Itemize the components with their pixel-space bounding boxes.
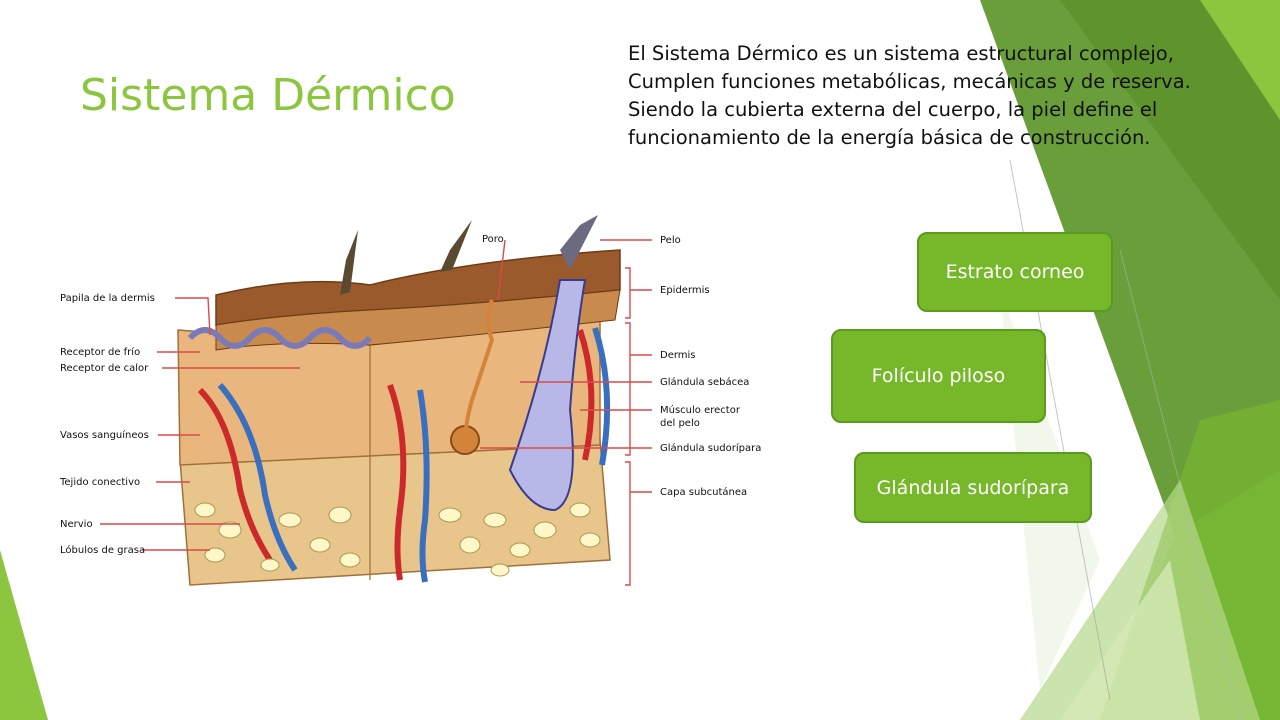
label-pelo: Pelo [660,235,681,246]
skin-diagram: Papila de la dermis Receptor de frío Rec… [59,215,761,586]
blood-vessel [417,389,430,583]
label-tejido: Tejido conectivo [59,477,140,488]
label-papila: Papila de la dermis [60,293,155,304]
label-lobulos: Lóbulos de grasa [60,544,145,556]
description-line: Siendo la cubierta externa del cuerpo, l… [628,98,1158,121]
description-line: Cumplen funciones metabólicas, mecánicas… [628,70,1191,93]
glandula-sudoripara-button[interactable]: Glándula sudorípara [854,452,1092,523]
description-line: funcionamiento de la energía básica de c… [628,126,1151,149]
blood-vessel [577,329,595,461]
blood-vessel [387,383,407,581]
label-musculo-erector: Músculo erector [660,404,741,416]
foliculo-piloso-button[interactable]: Folículo piloso [831,329,1046,423]
label-nervio: Nervio [60,519,93,530]
description-line: El Sistema Dérmico es un sistema estruct… [628,42,1174,65]
label-capa-subcutanea: Capa subcutánea [660,486,747,498]
label-poro: Poro [482,234,504,245]
estrato-corneo-button[interactable]: Estrato corneo [917,232,1113,312]
hair-follicle [508,279,587,512]
label-epidermis: Epidermis [660,285,710,296]
label-receptor-frio: Receptor de frío [60,346,140,358]
blood-vessel [197,387,273,562]
fat-lobules [194,502,601,577]
label-glandula-sudoripara: Glándula sudorípara [660,442,761,454]
label-dermis: Dermis [660,350,696,361]
label-receptor-calor: Receptor de calor [60,363,149,374]
blood-vessel [217,383,298,572]
label-vasos: Vasos sanguíneos [60,429,149,441]
label-del-pelo: del pelo [660,418,700,429]
label-glandula-sebacea: Glándula sebácea [660,376,749,388]
slide-description: El Sistema Dérmico es un sistema estruct… [628,40,1268,152]
slide-title: Sistema Dérmico [80,70,456,121]
